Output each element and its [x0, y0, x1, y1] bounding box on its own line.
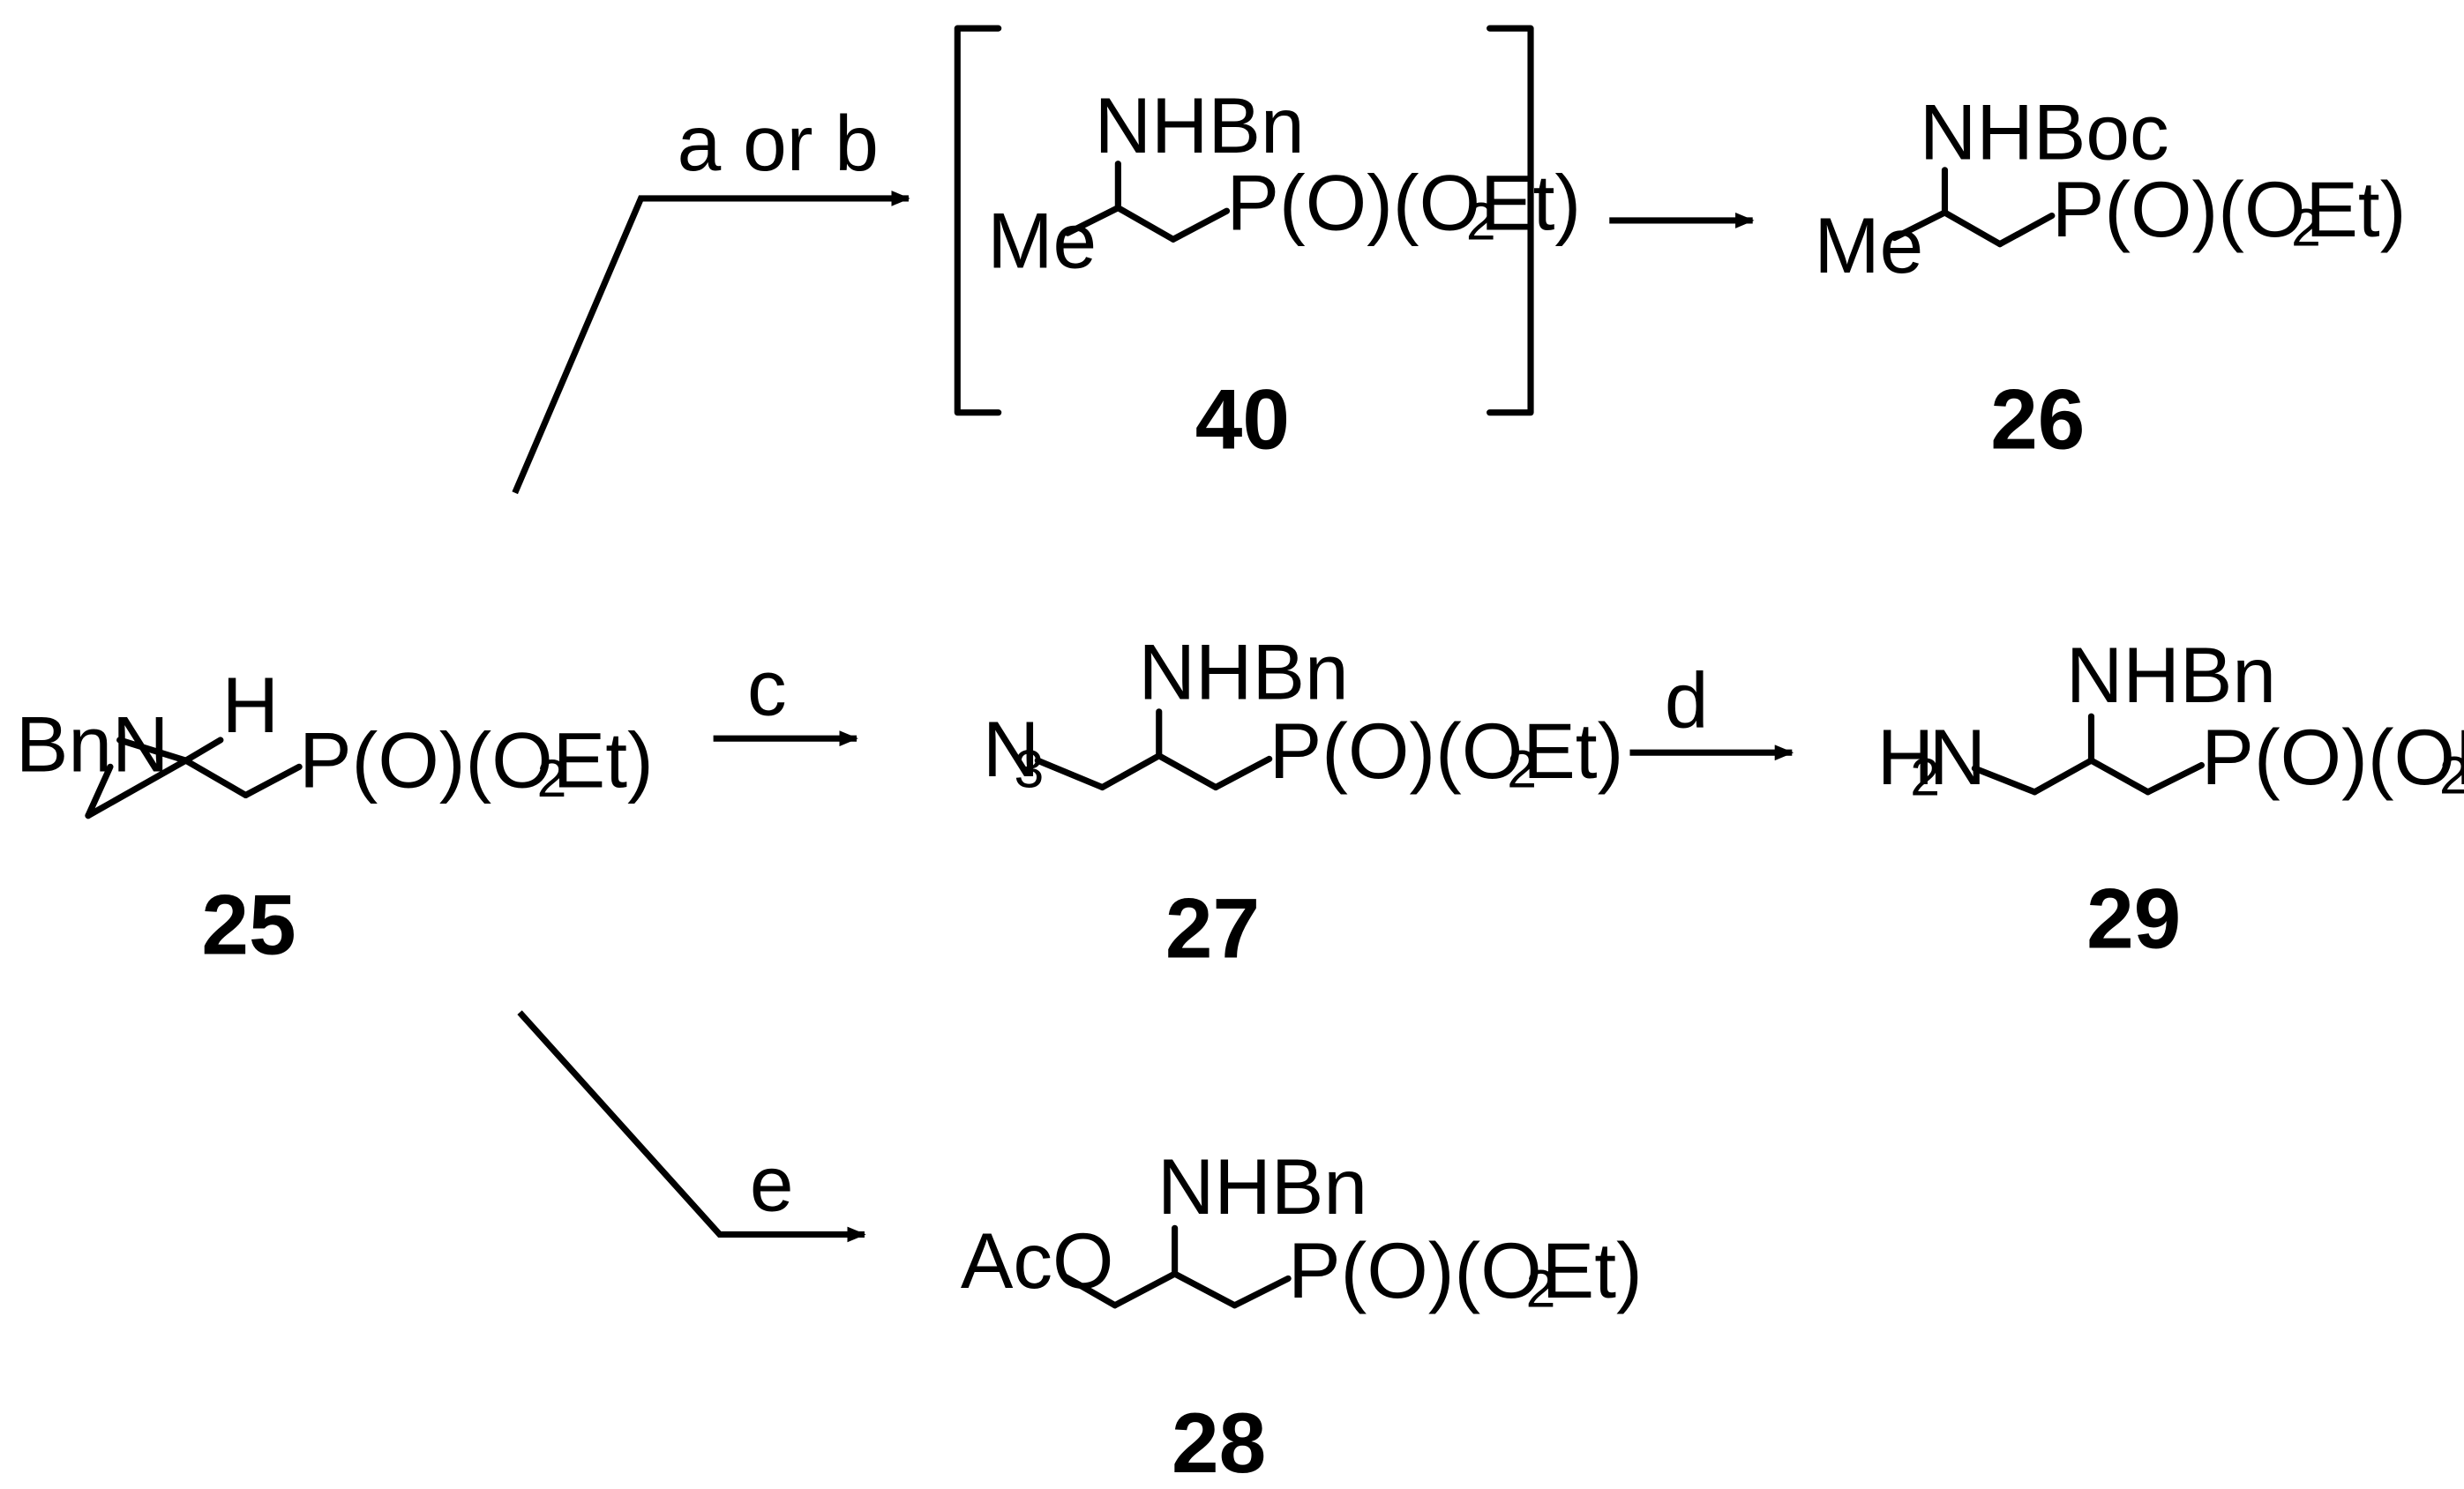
compound-28: NHBn AcO P(O)(OEt) 2 28	[961, 1142, 1643, 1489]
compound-number-25: 25	[201, 879, 296, 973]
label-subscript-3: 3	[1015, 739, 1045, 799]
label-nhbn: NHBn	[2066, 631, 2276, 719]
label-subscript-2: 2	[537, 748, 567, 808]
condition-a-or-b: a or b	[678, 99, 879, 187]
label-phosphonate: P(O)(OEt)	[1288, 1226, 1643, 1314]
label-h: H	[222, 661, 279, 749]
label-n: N	[1929, 713, 1986, 801]
label-subscript-2: 2	[1526, 1259, 1556, 1319]
label-subscript-2: 2	[1910, 746, 1940, 806]
label-h: H	[1877, 713, 1934, 801]
label-phosphonate: P(O)(OEt)	[2052, 165, 2407, 253]
compound-number-40: 40	[1195, 373, 1290, 468]
arrow-a-or-b: a or b	[512, 99, 910, 495]
label-me: Me	[987, 196, 1097, 284]
compound-40: NHBn Me P(O)(OEt) 2 40	[954, 25, 1582, 468]
compound-27: NHBn N 3 P(O)(OEt) 2 27	[983, 628, 1623, 976]
label-phosphonate: P(O)(OEt)	[2201, 713, 2464, 801]
label-subscript-2: 2	[1507, 739, 1537, 799]
label-phosphonate: P(O)(OEt)	[1227, 159, 1582, 247]
label-subscript-2: 2	[2291, 197, 2321, 257]
label-phosphonate: P(O)(OEt)	[1269, 707, 1624, 795]
condition-e: e	[750, 1140, 794, 1228]
label-nhbn: NHBn	[1157, 1142, 1367, 1231]
label-subscript-2: 2	[1466, 191, 1496, 251]
label-me: Me	[1814, 201, 1923, 289]
condition-c: c	[747, 643, 787, 731]
label-bnn: BnN	[16, 700, 169, 789]
label-nhboc: NHBoc	[1920, 87, 2169, 176]
compound-number-26: 26	[1990, 373, 2085, 468]
arrow-c: c	[713, 643, 858, 747]
arrow-d: d	[1629, 656, 1794, 761]
compound-number-27: 27	[1165, 881, 1260, 976]
label-phosphonate: P(O)(OEt)	[299, 716, 654, 804]
compound-26: NHBoc Me P(O)(OEt) 2 26	[1814, 87, 2406, 467]
compound-number-29: 29	[2086, 872, 2181, 967]
label-nhbn: NHBn	[1139, 628, 1349, 716]
compound-25: BnN H P(O)(OEt) 2 25	[16, 661, 654, 973]
label-nhbn: NHBn	[1095, 81, 1305, 169]
compound-number-28: 28	[1172, 1396, 1266, 1489]
condition-d: d	[1665, 656, 1709, 744]
label-n: N	[983, 705, 1039, 793]
arrow-e: e	[517, 1010, 866, 1243]
compound-29: NHBn H 2 N P(O)(OEt) 2 29	[1877, 631, 2464, 966]
label-subscript-2: 2	[2439, 745, 2464, 805]
